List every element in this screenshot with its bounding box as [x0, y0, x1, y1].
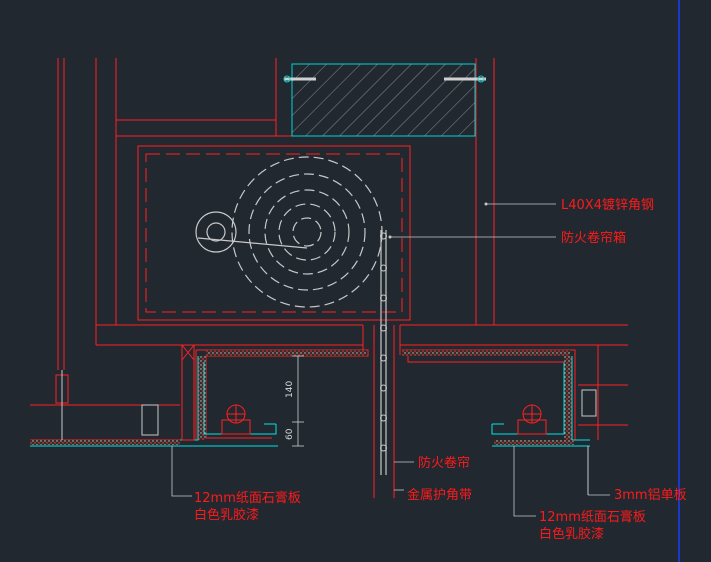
label-angle-steel: L40X4镀锌角钢	[561, 197, 654, 213]
dimension-lines	[292, 355, 304, 447]
gypsum-right-leader	[513, 446, 536, 517]
dimension-upper: 140	[285, 381, 295, 398]
shutter-box	[137, 145, 411, 321]
dimension-lower: 60	[285, 428, 295, 440]
left-ceiling-pocket	[178, 344, 369, 441]
label-gypsum-right-line2: 白色乳胶漆	[539, 526, 604, 542]
shutter-curtain	[362, 230, 401, 498]
shutter-coil	[195, 156, 383, 308]
gypsum-left-leader	[171, 446, 192, 497]
label-gypsum-right-line1: 12mm纸面石膏板	[539, 509, 646, 525]
label-gypsum-left-line1: 12mm纸面石膏板	[194, 490, 301, 506]
label-gypsum-left-line2: 白色乳胶漆	[194, 507, 259, 523]
hatched-steel-beam	[283, 63, 486, 137]
right-wall-edge	[492, 345, 628, 495]
label-shutter-box: 防火卷帘箱	[561, 230, 626, 246]
shutter-box-leader	[388, 235, 556, 239]
right-ceiling-pocket	[402, 349, 590, 441]
label-corner-strip: 金属护角带	[407, 487, 472, 503]
label-aluminum-panel: 3mm铝单板	[614, 488, 687, 503]
left-sprinkler-device	[221, 404, 251, 435]
angle-steel-leader	[484, 202, 556, 206]
label-shutter: 防火卷帘	[418, 455, 470, 471]
left-wall-edge	[30, 370, 278, 447]
right-sprinkler-device	[517, 404, 547, 435]
